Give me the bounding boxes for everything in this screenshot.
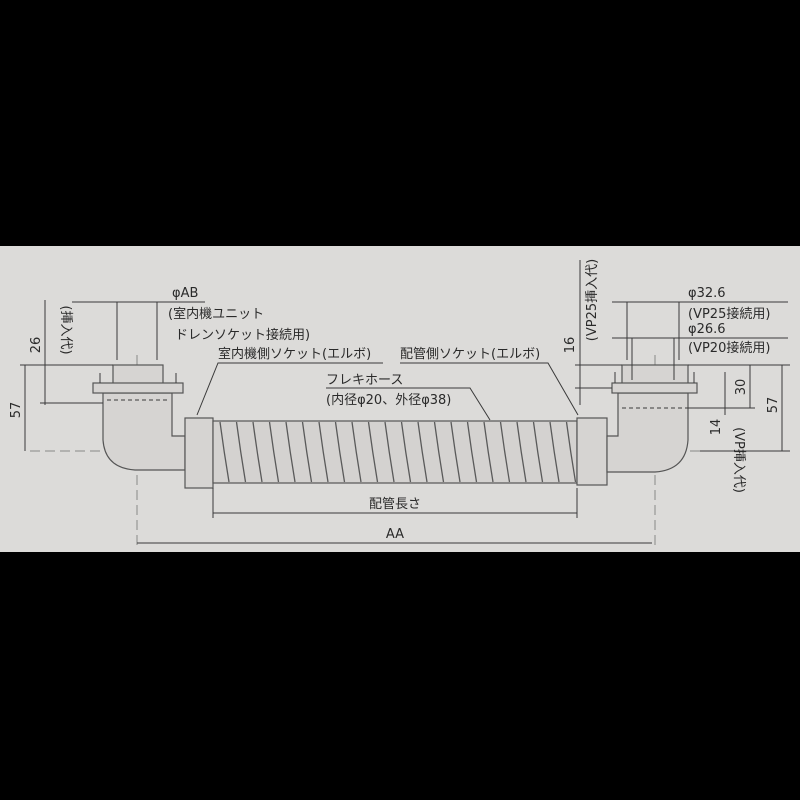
- right-elbow-socket: [606, 364, 698, 473]
- hose-rib: [301, 421, 313, 483]
- vp25-insertion-label: (VP25挿入代): [585, 259, 600, 341]
- right-dimensions: [575, 260, 790, 452]
- pipe-length-label: 配管長さ: [369, 497, 421, 512]
- left-unit-note-2: ドレンソケット接続用): [175, 327, 310, 343]
- left-insertion-label: (挿入代): [58, 305, 73, 354]
- hose-rib: [433, 421, 445, 483]
- hose-rib: [285, 421, 296, 483]
- hose-rib: [450, 421, 461, 483]
- pipe-length-dimension: [212, 488, 578, 518]
- pipe-socket-label: 配管側ソケット(エルボ): [400, 347, 540, 362]
- indoor-socket-label: 室内機側ソケット(エルボ): [218, 346, 371, 362]
- right-dim-16: 16: [563, 337, 578, 354]
- left-elbow-socket: [92, 364, 186, 471]
- hose-rib: [367, 421, 379, 483]
- total-length-label: AA: [386, 527, 404, 542]
- right-hose-socket: [576, 417, 608, 486]
- left-hose-socket: [184, 417, 214, 489]
- hose-rib: [252, 421, 263, 483]
- right-diameter-1: φ32.6: [688, 286, 726, 301]
- hose-rib: [466, 421, 478, 483]
- flexible-hose: [212, 420, 578, 484]
- hose-rib: [219, 421, 230, 483]
- vp20-note: (VP20接続用): [688, 340, 770, 356]
- hose-rib: [235, 421, 247, 483]
- vp-insertion-label: (VP挿入代): [731, 427, 746, 493]
- hose-rib: [417, 421, 428, 483]
- indoor-socket-leader: [196, 362, 383, 416]
- right-diameter-2: φ26.6: [688, 322, 726, 337]
- hose-rib: [268, 421, 280, 483]
- pipe-socket-leader: [400, 362, 579, 416]
- hose-rib: [565, 421, 577, 483]
- hose-rib: [499, 421, 511, 483]
- hose-rib: [549, 421, 560, 483]
- vp25-note: (VP25接続用): [688, 306, 770, 322]
- hose-rib: [384, 421, 395, 483]
- left-dim-57: 57: [9, 402, 24, 419]
- hose-rib: [483, 421, 494, 483]
- hose-label: フレキホース: [326, 373, 403, 388]
- right-dim-57: 57: [766, 397, 781, 414]
- right-dim-14: 14: [709, 419, 724, 436]
- right-dim-30: 30: [734, 379, 749, 396]
- hose-rib: [334, 421, 346, 483]
- hose-rib: [516, 421, 527, 483]
- hose-rib: [532, 421, 544, 483]
- left-diameter-label: φAB: [172, 286, 198, 301]
- left-dim-26: 26: [29, 337, 44, 354]
- left-dimensions: [20, 300, 205, 451]
- hose-rib: [351, 421, 362, 483]
- hose-rib: [400, 421, 412, 483]
- left-unit-note-1: (室内機ユニット: [168, 306, 264, 322]
- hose-rib: [318, 421, 329, 483]
- hose-leader: [326, 387, 491, 421]
- hose-spec: (内径φ20、外径φ38): [326, 392, 451, 408]
